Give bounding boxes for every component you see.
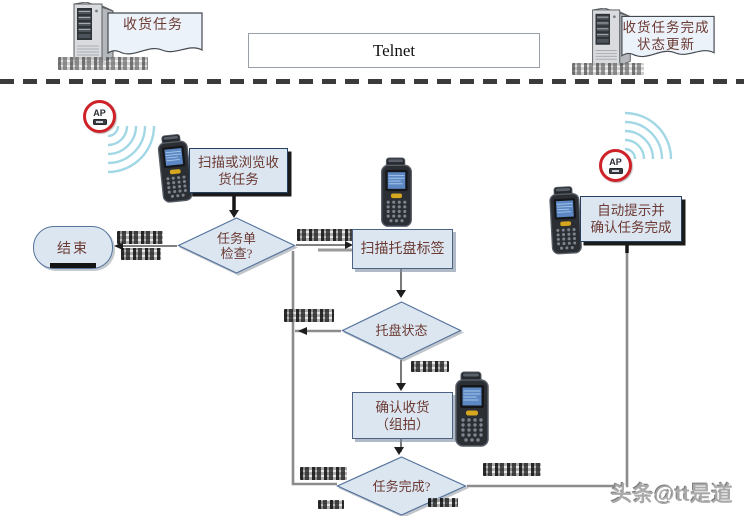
redacted-branch-label-alldone	[483, 463, 541, 476]
doc-callout-receiving-task: 收货任务	[104, 10, 206, 64]
end-shadow-bar	[50, 263, 96, 268]
ap-left-label: AP	[93, 107, 106, 118]
end-label: 结束	[57, 241, 89, 257]
watermark: 头条@tt是道	[611, 478, 733, 508]
ap-device-glyph	[92, 118, 107, 125]
redacted-branch-label-abnormal	[284, 309, 334, 322]
redacted-server-label-left	[58, 57, 148, 70]
decision-pallet-status-label: 托盘状态	[375, 323, 428, 338]
handheld-scanner-icon-2	[373, 157, 420, 229]
doc-callout-task-complete: 收货任务完成 状态更新	[618, 12, 718, 68]
callout-auto-confirm-box: 自动提示并 确认任务完成	[580, 196, 682, 242]
ap-right-label: AP	[609, 156, 622, 167]
handheld-scanner-icon-4	[541, 185, 590, 257]
redacted-server-label-right	[572, 63, 644, 75]
process-confirm-receive-box: 确认收货 （组拍）	[352, 392, 453, 439]
ap-device-glyph	[608, 167, 623, 174]
ap-icon-left: AP	[83, 100, 116, 133]
wifi-waves-right-icon	[622, 103, 682, 161]
redacted-branch-label-fail2	[121, 248, 161, 260]
ap-icon-right: AP	[599, 149, 632, 182]
end-terminator: 结束	[33, 226, 113, 269]
decision-task-check: 任务单 检查?	[177, 217, 296, 274]
watermark-text: 头条@tt是道	[611, 483, 733, 506]
handheld-scanner-icon-1	[147, 132, 202, 207]
telnet-box: Telnet	[248, 33, 540, 68]
decision-pallet-status: 托盘状态	[341, 301, 462, 360]
callout-auto-confirm-label: 自动提示并 确认任务完成	[590, 203, 672, 235]
redacted-branch-label-pass	[297, 229, 353, 241]
decision-task-done-label: 任务完成?	[372, 478, 431, 494]
callout-scan-browse-label: 扫描或浏览收 货任务	[198, 154, 279, 187]
process-scan-pallet-label-box: 扫描托盘标签	[352, 229, 453, 269]
callout-scan-browse-task: 扫描或浏览收 货任务	[189, 148, 288, 193]
redacted-branch-label-bottom2	[428, 498, 458, 507]
dashed-separator-line	[0, 79, 744, 84]
decision-task-done: 任务完成?	[336, 456, 467, 516]
redacted-branch-label-normal	[411, 361, 449, 372]
doc-left-label: 收货任务	[123, 18, 183, 33]
process-scan-pallet-label: 扫描托盘标签	[360, 241, 445, 257]
process-confirm-receive-label: 确认收货 （组拍）	[375, 399, 430, 432]
redacted-branch-label-bottom	[318, 500, 344, 509]
redacted-branch-label-notdone	[300, 467, 347, 480]
wifi-waves-left-icon	[106, 124, 164, 182]
telnet-label: Telnet	[372, 40, 416, 60]
doc-right-label: 收货任务完成 状态更新	[622, 20, 710, 52]
redacted-branch-label-fail	[117, 231, 163, 244]
handheld-scanner-icon-3	[447, 370, 497, 450]
decision-task-check-label: 任务单 检查?	[216, 230, 256, 261]
